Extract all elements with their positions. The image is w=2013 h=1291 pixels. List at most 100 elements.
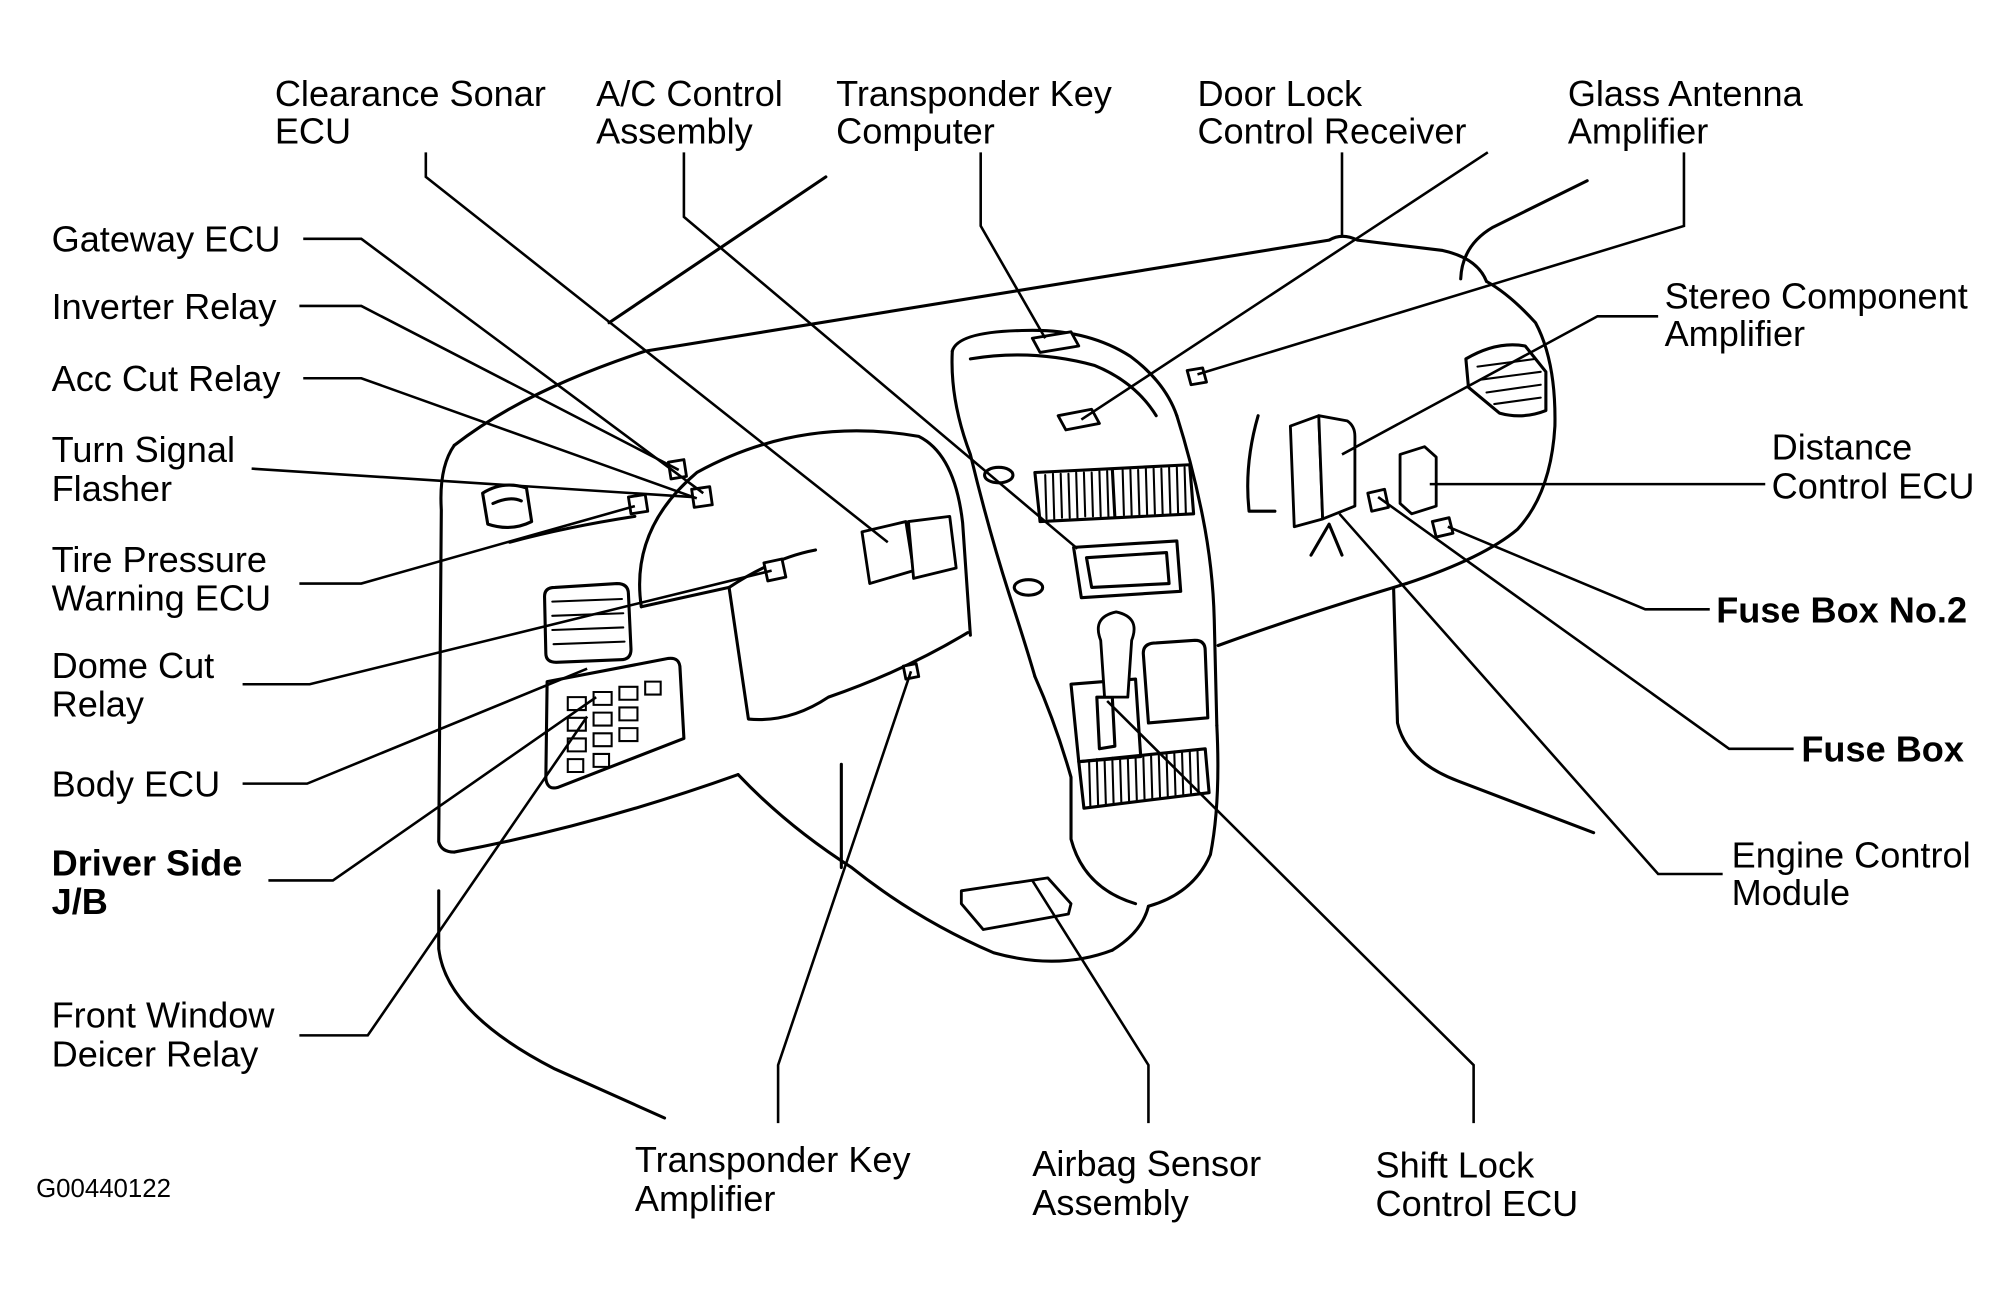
lower-center-vent [1077, 747, 1211, 810]
center-knob-lower [1012, 578, 1045, 597]
component-distance-control-ecu [1398, 445, 1438, 516]
labels-bottom: Transponder Key Amplifier Airbag Sensor … [635, 1139, 1578, 1224]
label-line: Stereo Component [1665, 276, 1968, 317]
label-transponder-key-computer: Transponder Key Computer [836, 73, 1122, 151]
left-a-pillar [607, 175, 828, 325]
label-stereo-component-amplifier: Stereo Component Amplifier [1665, 276, 1978, 354]
label-line: Transponder Key [635, 1139, 911, 1180]
label-line: Distance [1772, 427, 1913, 468]
steering-column-cover [727, 585, 970, 722]
center-hood [950, 328, 1179, 418]
leader-glass-antenna-amplifier [1197, 152, 1686, 376]
label-line: Driver Side [52, 842, 243, 883]
dash-right-end [1404, 279, 1557, 586]
center-vent [1033, 463, 1196, 524]
label-line: Control Receiver [1197, 110, 1466, 151]
labels-top: Clearance Sonar ECU A/C Control Assembly… [275, 73, 1813, 151]
label-line: Amplifier [1568, 110, 1708, 151]
right-lower-side-line [1392, 587, 1596, 835]
passenger-dash-left-edge [1246, 414, 1277, 513]
console-tunnel-left [1033, 674, 1138, 906]
leader-turn-signal-flasher [251, 467, 694, 499]
knee-bolster-edge [736, 773, 1114, 963]
figure-code: G00440122 [36, 1175, 171, 1203]
label-turn-signal-flasher: Turn Signal Flasher [52, 429, 245, 509]
leader-fuse-box [1377, 495, 1794, 751]
leader-transponder-key-amplifier [776, 670, 913, 1124]
component-gateway-ecu [690, 485, 714, 509]
upper-left-dash-face [508, 514, 637, 544]
label-line: Door Lock [1197, 73, 1363, 114]
label-line: A/C Control [596, 73, 783, 114]
label-line: Warning ECU [52, 578, 271, 619]
dash-left-end [437, 443, 456, 854]
label-distance-control-ecu: Distance Control ECU [1772, 427, 1975, 507]
label-body-ecu: Body ECU [52, 764, 221, 805]
leader-clearance-sonar-ecu [424, 152, 889, 544]
dash-lower-left-edge [452, 773, 740, 854]
labels-right: Stereo Component Amplifier Distance Cont… [1665, 276, 1981, 913]
label-airbag-sensor-assembly: Airbag Sensor Assembly [1032, 1143, 1271, 1223]
left-side-vent [481, 483, 534, 529]
amplifier-bracket [1309, 522, 1344, 557]
component-transponder-key-amplifier [901, 662, 921, 681]
label-line: Airbag Sensor [1032, 1143, 1261, 1184]
component-ecu-adjacent-box [907, 514, 958, 580]
leader-tire-pressure-warning-ecu [299, 504, 636, 585]
label-line: Front Window [52, 995, 276, 1036]
component-glass-antenna-amplifier [1185, 366, 1208, 387]
label-door-lock-control-receiver: Door Lock Control Receiver [1197, 73, 1466, 151]
label-shift-lock-control-ecu: Shift Lock Control ECU [1376, 1144, 1579, 1224]
right-a-pillar [1459, 179, 1589, 281]
component-tire-pressure-warning-ecu [626, 493, 650, 516]
leader-door-lock-control-receiver [1080, 151, 1489, 421]
console-tunnel-right [1146, 723, 1220, 908]
cluster-hood [638, 429, 972, 637]
component-dome-cut-relay [762, 557, 788, 583]
label-line: Flasher [52, 468, 172, 509]
label-line: Transponder Key [836, 73, 1112, 114]
center-hood-inner [968, 353, 1158, 418]
leader-lines [242, 151, 1794, 1124]
label-line: Shift Lock [1376, 1144, 1536, 1185]
label-inverter-relay: Inverter Relay [52, 286, 277, 327]
label-line: Turn Signal [52, 429, 235, 470]
label-line: J/B [52, 881, 108, 922]
component-stereo-amplifier-rear [1317, 414, 1357, 521]
label-fuse-box-no2: Fuse Box No.2 [1716, 589, 1967, 630]
component-fuse-box-no2 [1430, 516, 1455, 539]
leader-stereo-component-amplifier [1341, 315, 1659, 456]
leader-fuse-box-no2 [1447, 525, 1710, 611]
label-line: Relay [52, 683, 144, 724]
dashboard-drawing [437, 175, 1596, 1120]
ac-control-panel [1072, 539, 1183, 600]
console-tunnel-bottom [1110, 904, 1150, 952]
label-acc-cut-relay: Acc Cut Relay [52, 358, 281, 399]
center-vent-slats [1044, 466, 1187, 521]
component-airbag-sensor-assembly [959, 876, 1073, 931]
leader-driver-side-jb [268, 696, 597, 882]
leader-engine-control-module [1338, 512, 1723, 876]
dash-top-edge [452, 234, 1489, 447]
component-clearance-sonar-ecu [860, 520, 916, 585]
label-tire-pressure-warning-ecu: Tire Pressure Warning ECU [52, 539, 277, 619]
cluster-hood-lower [639, 585, 731, 609]
component-stereo-component-amplifier [1288, 414, 1325, 529]
leader-inverter-relay [299, 304, 680, 472]
label-gateway-ecu: Gateway ECU [52, 219, 281, 260]
shift-lever [1096, 610, 1136, 699]
label-transponder-key-amplifier: Transponder Key Amplifier [635, 1139, 921, 1219]
label-line: Tire Pressure [52, 539, 267, 580]
label-line: Control ECU [1772, 465, 1975, 506]
leader-dome-cut-relay [242, 569, 772, 686]
right-vent [1464, 343, 1548, 418]
center-knob-upper [983, 465, 1015, 485]
label-line: ECU [275, 110, 351, 151]
label-clearance-sonar-ecu: Clearance Sonar ECU [275, 73, 556, 151]
lower-center-vent-slats [1088, 749, 1200, 808]
junction-block-housing [544, 656, 686, 790]
label-line: Assembly [596, 110, 753, 151]
label-engine-control-module: Engine Control Module [1732, 835, 1981, 913]
component-transponder-key-computer [1030, 330, 1081, 354]
label-glass-antenna-amplifier: Glass Antenna Amplifier [1568, 73, 1813, 151]
